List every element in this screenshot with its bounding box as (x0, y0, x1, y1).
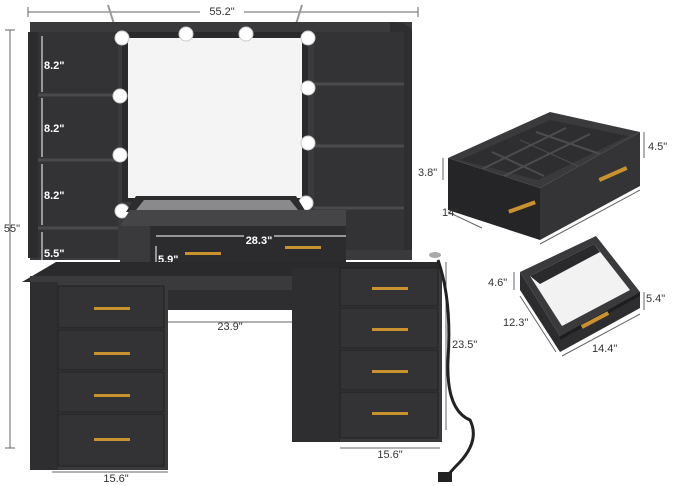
organizer-handle-right (598, 166, 628, 182)
mirror (122, 32, 308, 202)
knee-space-width-label: 23.9" (217, 321, 242, 333)
organizer-depth-label: 14" (442, 207, 458, 219)
flip-top-tray: 28.3" 5.9" (120, 196, 346, 276)
right-cabinet-width-label: 15.6" (377, 449, 402, 461)
left-handle-3 (94, 394, 130, 397)
organizer-height-right-label: 4.5" (648, 141, 667, 153)
left-shelves: 8.2" 8.2" 8.2" 5.5" (38, 32, 118, 262)
right-handle-1 (372, 287, 408, 290)
desk-height-dimension: 23.5" (445, 262, 477, 430)
left-handle-2 (94, 352, 130, 355)
left-handle-4 (94, 438, 130, 441)
shelf-2-label: 8.2" (44, 123, 65, 135)
small-drawer-handle (580, 311, 610, 329)
total-width-label: 55.2" (209, 6, 234, 18)
organizer-height-left-label: 3.8" (418, 167, 437, 179)
left-handle-1 (94, 307, 130, 310)
power-cord (436, 259, 475, 479)
desk-height-label: 23.5" (452, 339, 477, 351)
small-drawer-width-label: 14.4" (592, 343, 617, 355)
organizer-handle-left (508, 200, 536, 214)
small-drawer-depth-label: 12.3" (503, 317, 528, 329)
small-drawer-height-right-label: 5.4" (646, 293, 665, 305)
total-height-label: 55" (4, 223, 20, 235)
left-cabinet (30, 282, 168, 470)
left-cabinet-width-dimension: 15.6" (52, 471, 168, 485)
total-width-dimension: 55.2" (27, 4, 419, 18)
left-cabinet-width-label: 15.6" (103, 473, 128, 485)
shelf-1-label: 8.2" (44, 60, 65, 72)
power-plug (438, 472, 452, 482)
organizer-drawer: 3.8" 4.5" 14" 27" (418, 112, 667, 245)
tray-drawer-width-label: 28.3" (246, 235, 273, 247)
shelf-3-label: 8.2" (44, 190, 65, 202)
total-height-dimension: 55" (4, 29, 20, 449)
right-cabinet-width-dimension: 15.6" (340, 447, 440, 461)
wire-left (107, 4, 115, 25)
shelf-4-label: 5.5" (44, 248, 65, 260)
small-drawer-height-left-label: 4.6" (488, 277, 507, 289)
power-socket (429, 252, 441, 258)
small-drawer: 4.6" 5.4" 12.3" 14.4" (488, 236, 665, 357)
right-handle-4 (372, 412, 408, 415)
right-cabinet (292, 267, 442, 442)
right-handle-2 (372, 328, 408, 331)
tray-handle-right (285, 246, 321, 249)
knee-space-apron (168, 290, 292, 310)
mirror-bulbs (112, 26, 316, 219)
wire-right (295, 4, 303, 25)
organizer-width-label: 27" (578, 205, 594, 217)
right-handle-3 (372, 370, 408, 373)
tray-handle-left (185, 252, 221, 255)
knee-space-dimension: 23.9" (168, 321, 292, 333)
